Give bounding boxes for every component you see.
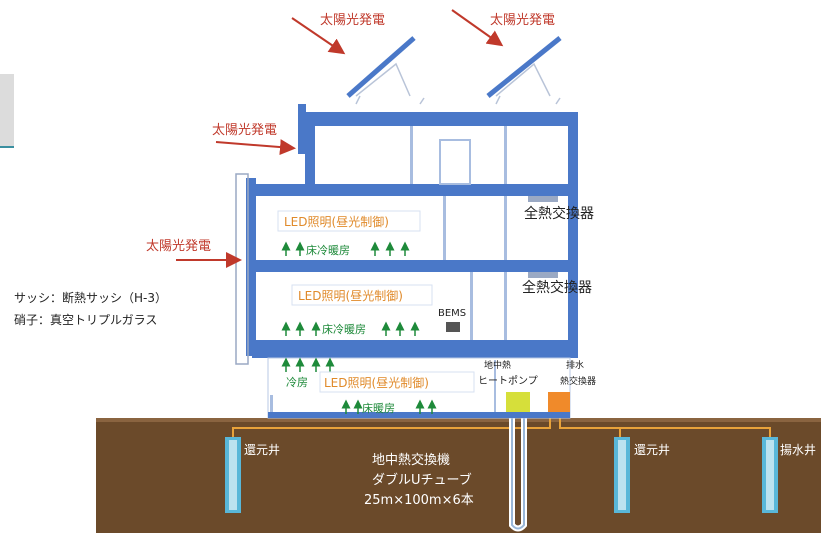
floor-heating-label: 床暖房: [362, 401, 395, 415]
led-box-1f: [291, 284, 433, 306]
led-label-1f: LED照明(昼光制御): [298, 288, 403, 303]
sash-label: サッシ：断熱サッシ（H-3）: [14, 290, 167, 305]
water-hx-label-1: 排水: [566, 359, 584, 371]
ground-hx-label-2: ダブルUチューブ: [372, 472, 472, 488]
solar-panel-1: [346, 36, 425, 105]
heat-pump-label-2: ヒートポンプ: [478, 375, 538, 387]
heat-pump-box: [506, 392, 530, 412]
underground-pipes: [232, 410, 771, 437]
heat-pump-label-1: 地中熱: [484, 359, 511, 371]
led-box-2f: [277, 210, 421, 232]
solar-label-2: 太陽光発電: [490, 13, 555, 28]
led-box-gf: [319, 371, 475, 393]
return-well-left: [225, 437, 241, 513]
floor-heating-arrows: [281, 241, 437, 414]
solar-arrows: [176, 9, 504, 268]
pump-well-label: 揚水井: [780, 443, 816, 457]
solar-panel-2: [486, 36, 562, 105]
ground-surface: [96, 418, 821, 422]
cooling-label: 冷房: [286, 376, 308, 389]
heat-exchanger-label-2f: 全熱交換器: [524, 205, 594, 222]
return-well-label-left: 還元井: [244, 443, 280, 457]
building: [235, 104, 578, 419]
ground-hx-label-1: 地中熱交換機: [372, 452, 450, 468]
ground-heat-exchanger-tube: [509, 410, 527, 532]
ground-hx-label-3: 25m×100m×6本: [364, 493, 474, 508]
led-label-gf: LED照明(昼光制御): [324, 375, 429, 390]
return-well-right: [614, 437, 630, 513]
return-well-label-right: 還元井: [634, 443, 670, 457]
bems-icon: [446, 322, 460, 332]
ground: [96, 420, 821, 533]
solar-label-3: 太陽光発電: [212, 123, 277, 138]
floor-heating-cooling-label-2f: 床冷暖房: [306, 243, 350, 257]
led-label-2f: LED照明(昼光制御): [284, 214, 389, 229]
pump-well: [762, 437, 778, 513]
side-tab: [0, 74, 14, 148]
heat-exchanger-unit-1f: [528, 272, 558, 278]
water-heat-exchanger-box: [548, 392, 570, 412]
floor-heating-cooling-label-1f: 床冷暖房: [322, 322, 366, 336]
heat-exchanger-label-1f: 全熱交換器: [522, 279, 592, 296]
glass-label: 硝子：真空トリプルガラス: [14, 313, 157, 327]
heat-exchanger-unit-2f: [528, 196, 558, 202]
bems-label: BEMS: [438, 308, 466, 319]
solar-label-4: 太陽光発電: [146, 239, 211, 254]
water-hx-label-2: 熱交換器: [560, 375, 596, 387]
solar-label-1: 太陽光発電: [320, 13, 385, 28]
